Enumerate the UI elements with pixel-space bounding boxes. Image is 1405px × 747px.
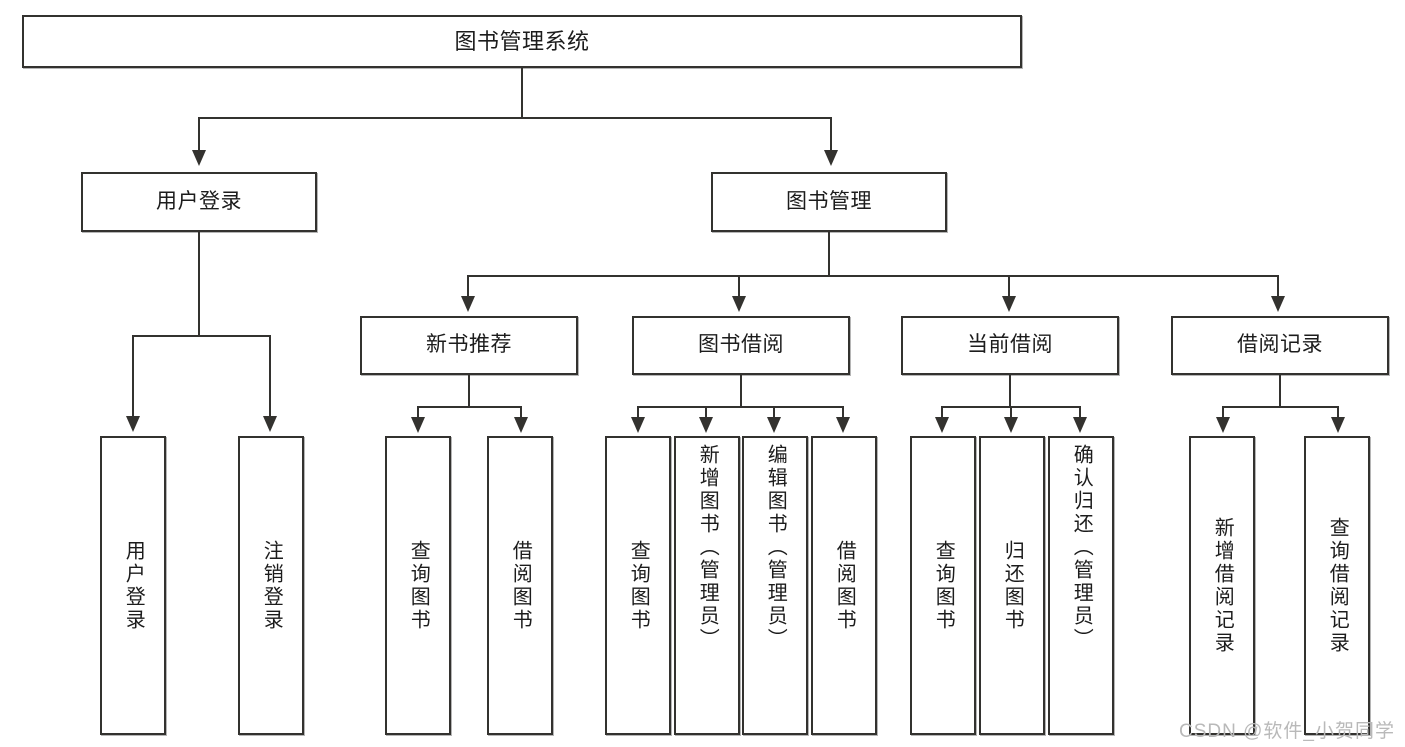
arrow-root-to-book-manage [824,150,838,166]
node-new-book-recommend[interactable]: 新书推荐 [360,316,578,375]
connector-new-book-recommend-stem [468,375,470,408]
connector-bb-to-leaf-3 [773,406,775,419]
arrow-nbr-to-borrow-book [514,417,528,433]
connector-bb-to-leaf-2 [705,406,707,419]
node-book-management[interactable]: 图书管理 [711,172,947,232]
connector-book-manage-to-lvl3-3 [1008,275,1010,298]
connector-root-to-book-manage [830,117,832,152]
connector-cb-to-leaf-1 [941,406,943,419]
arrow-book-manage-to-new-book-recommend [461,296,475,312]
node-label: 图书管理系统 [454,28,590,54]
connector-user-login-to-leaf-2 [269,335,271,418]
arrow-br-to-query-record [1331,417,1345,433]
connector-root-to-user-login [198,117,200,152]
connector-user-login-stem [198,232,200,336]
connector-book-manage-stem [828,232,830,276]
node-leaf-user-logout[interactable]: 注销登录 [238,436,304,735]
arrow-book-manage-to-borrow-record [1271,296,1285,312]
node-leaf-add-book-admin[interactable]: 新增图书（管理员） [674,436,740,735]
node-leaf-query-borrow-record[interactable]: 查询借阅记录 [1304,436,1370,735]
node-label: 查询借阅记录 [1326,516,1349,655]
connector-book-manage-to-lvl3-4 [1277,275,1279,298]
arrow-root-to-user-login [192,150,206,166]
node-label: 编辑图书（管理员） [764,444,787,651]
connector-bb-to-leaf-4 [842,406,844,419]
connector-root-bus [198,117,832,119]
node-label: 新增图书（管理员） [696,444,719,651]
connector-bb-to-leaf-1 [637,406,639,419]
arrow-cb-to-return-book [1004,417,1018,433]
node-leaf-user-login[interactable]: 用户登录 [100,436,166,735]
connector-book-manage-to-lvl3-1 [467,275,469,298]
arrow-cb-to-query-book [935,417,949,433]
node-label: 图书管理 [786,189,872,213]
node-leaf-confirm-return-admin[interactable]: 确认归还（管理员） [1048,436,1114,735]
node-label: 查询图书 [932,539,955,632]
node-label: 借阅图书 [833,539,856,632]
connector-user-login-to-leaf-1 [132,335,134,418]
connector-new-book-recommend-bus [417,406,522,408]
arrow-book-manage-to-current-borrow [1002,296,1016,312]
node-user-login[interactable]: 用户登录 [81,172,317,232]
node-leaf-borrow-book-borrow[interactable]: 借阅图书 [811,436,877,735]
connector-user-login-bus [132,335,271,337]
arrow-bb-to-borrow-book [836,417,850,433]
node-label: 注销登录 [260,539,283,632]
node-leaf-borrow-book-recommend[interactable]: 借阅图书 [487,436,553,735]
node-root-book-management-system[interactable]: 图书管理系统 [22,15,1022,68]
node-label: 借阅图书 [509,539,532,632]
arrow-user-login-to-leaf-2 [263,416,277,432]
connector-nbr-to-leaf-1 [417,406,419,419]
arrow-nbr-to-query-book [411,417,425,433]
arrow-bb-to-query-book [631,417,645,433]
node-leaf-return-book[interactable]: 归还图书 [979,436,1045,735]
node-leaf-add-borrow-record[interactable]: 新增借阅记录 [1189,436,1255,735]
connector-root-stem [521,68,523,118]
arrow-book-manage-to-book-borrow [732,296,746,312]
arrow-br-to-add-record [1216,417,1230,433]
connector-cb-to-leaf-3 [1079,406,1081,419]
node-borrow-record[interactable]: 借阅记录 [1171,316,1389,375]
connector-book-borrow-bus [637,406,844,408]
node-book-borrow[interactable]: 图书借阅 [632,316,850,375]
node-leaf-edit-book-admin[interactable]: 编辑图书（管理员） [742,436,808,735]
node-label: 用户登录 [122,539,145,632]
connector-book-borrow-stem [740,375,742,408]
node-leaf-query-book-current[interactable]: 查询图书 [910,436,976,735]
node-label: 查询图书 [627,539,650,632]
connector-cb-to-leaf-2 [1010,406,1012,419]
node-label: 用户登录 [156,189,242,213]
node-label: 当前借阅 [967,333,1053,357]
connector-borrow-record-bus [1222,406,1339,408]
arrow-cb-to-confirm-return [1073,417,1087,433]
connector-book-manage-to-lvl3-2 [738,275,740,298]
node-label: 新增借阅记录 [1211,516,1234,655]
node-current-borrow[interactable]: 当前借阅 [901,316,1119,375]
node-label: 图书借阅 [698,333,784,357]
node-label: 查询图书 [407,539,430,632]
node-label: 借阅记录 [1237,333,1323,357]
node-label: 新书推荐 [426,333,512,357]
arrow-bb-to-edit-book [767,417,781,433]
node-label: 确认归还（管理员） [1070,444,1093,651]
connector-current-borrow-stem [1009,375,1011,408]
node-leaf-query-book-recommend[interactable]: 查询图书 [385,436,451,735]
connector-br-to-leaf-1 [1222,406,1224,419]
node-label: 归还图书 [1001,539,1024,632]
connector-br-to-leaf-2 [1337,406,1339,419]
connector-nbr-to-leaf-2 [520,406,522,419]
arrow-user-login-to-leaf-1 [126,416,140,432]
connector-book-manage-bus [467,275,1279,277]
node-leaf-query-book-borrow[interactable]: 查询图书 [605,436,671,735]
connector-borrow-record-stem [1279,375,1281,408]
arrow-bb-to-add-book [699,417,713,433]
csdn-watermark: CSDN @软件_小贺同学 [1179,721,1395,742]
